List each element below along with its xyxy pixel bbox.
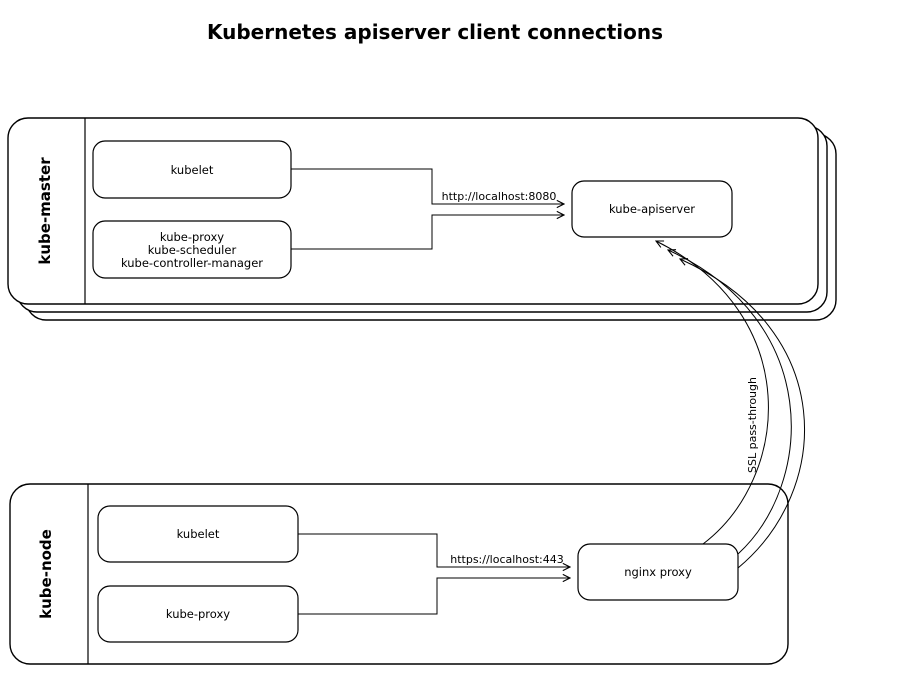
- kube-node-label: kube-node: [37, 529, 55, 619]
- kube-node-cluster: kube-node kubelet kube-proxy nginx proxy…: [9, 483, 789, 665]
- kube-master-label: kube-master: [36, 157, 54, 265]
- edge-label-http-localhost-8080: http://localhost:8080: [442, 190, 557, 203]
- nginx-proxy-node: [577, 543, 739, 601]
- node-kube-proxy-label: kube-proxy: [166, 607, 230, 621]
- edge-label-ssl-pass-through: SSL pass-through: [746, 377, 759, 473]
- kube-apiserver-node: [571, 180, 733, 238]
- kube-apiserver-label: kube-apiserver: [609, 202, 695, 216]
- edge-nginx-to-apiserver-2: [668, 250, 792, 555]
- ssl-pass-through-edges: SSL pass-through: [656, 241, 805, 569]
- edge-node-kubelet-to-nginx: [298, 533, 570, 567]
- edge-master-kubelet-to-apiserver: [291, 168, 564, 204]
- master-proxy-stack-line-2: kube-scheduler: [148, 243, 237, 257]
- node-kubelet-label: kubelet: [177, 527, 220, 541]
- edge-nginx-to-apiserver-1: [656, 241, 769, 545]
- diagram-title: Kubernetes apiserver client connections: [207, 20, 663, 44]
- edge-node-kube-proxy-to-nginx: [298, 578, 570, 615]
- edge-nginx-to-apiserver-3: [680, 259, 805, 569]
- edge-label-https-localhost-443: https://localhost:443: [450, 553, 564, 566]
- master-proxy-stack-line-1: kube-proxy: [160, 230, 224, 244]
- master-kubelet-label: kubelet: [171, 163, 214, 177]
- master-proxy-stack-line-3: kube-controller-manager: [121, 256, 263, 270]
- nginx-proxy-label: nginx proxy: [624, 565, 692, 579]
- edge-master-proxies-to-apiserver: [291, 215, 564, 250]
- kube-master-cluster: kube-master kubelet kube-proxy kube-sche…: [7, 117, 837, 321]
